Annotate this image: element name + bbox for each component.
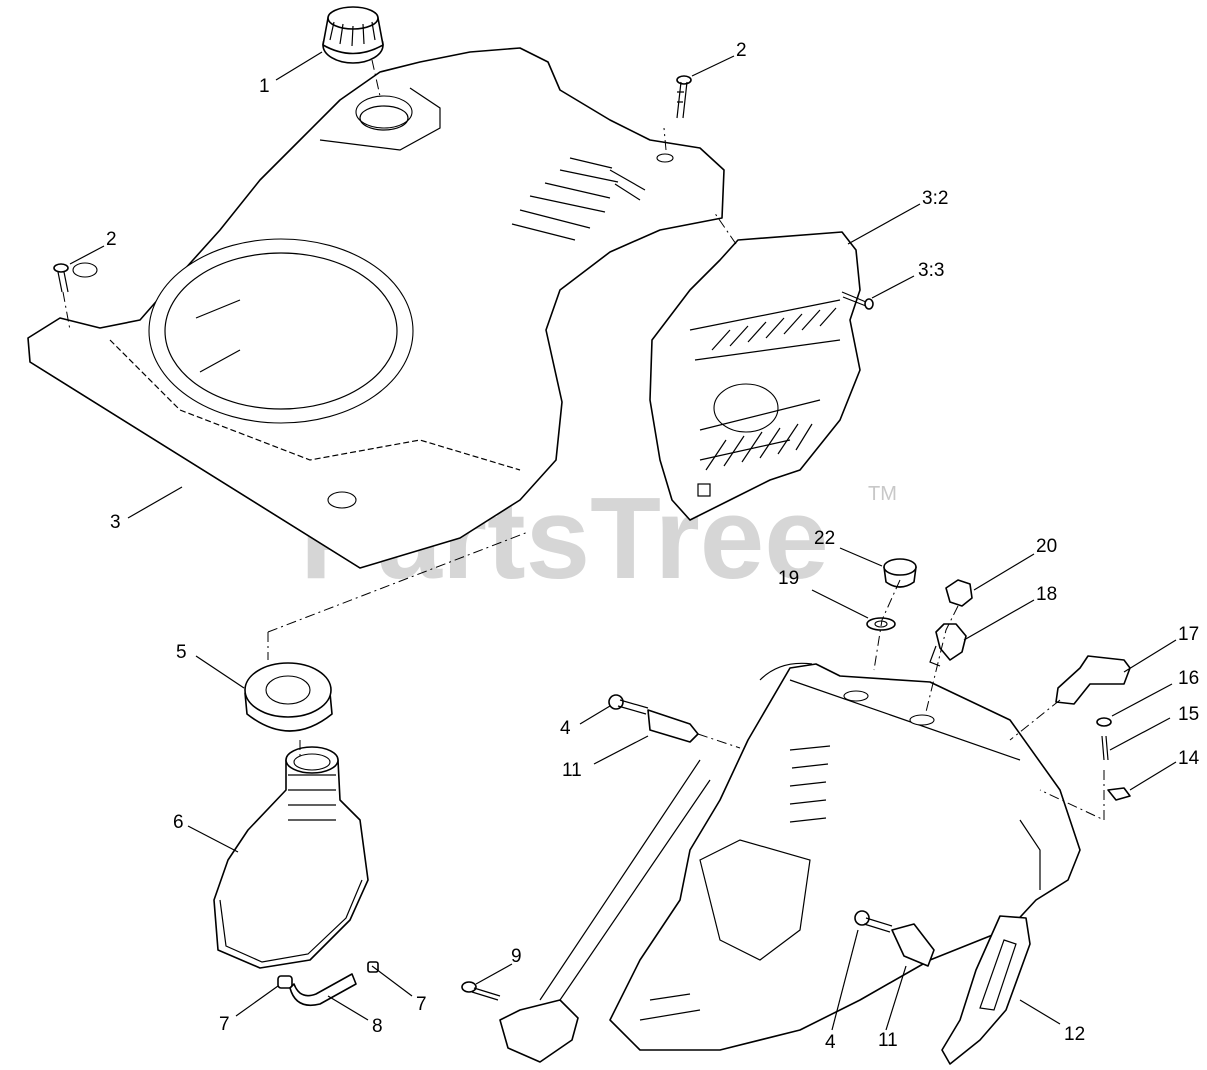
part-bolt-lower[interactable] [854,910,893,933]
assembly-lines [62,59,1105,821]
part-left-arm[interactable] [499,759,711,1063]
part-side-panel[interactable] [941,915,1031,1065]
callout-19: 19 [778,568,799,589]
part-screw-left[interactable] [53,263,69,293]
part-key[interactable] [945,579,973,607]
callout-3-2: 3:2 [922,188,948,209]
part-washer[interactable] [1096,717,1112,727]
part-grommet[interactable] [244,662,333,732]
callout-9: 9 [511,946,522,967]
part-shroud[interactable] [27,47,725,569]
part-fuel-tank[interactable] [213,746,369,969]
callout-2: 2 [736,40,747,61]
callout-14: 14 [1178,748,1200,769]
callout-16: 16 [1178,668,1199,689]
part-plug[interactable] [883,558,917,588]
callout-17: 17 [1178,624,1199,645]
callout-4: 4 [560,718,571,739]
callout-20: 20 [1036,536,1057,557]
part-bracket-lower[interactable] [891,923,935,967]
part-fuel-cap[interactable] [322,6,384,64]
part-bolt-upper[interactable] [608,694,649,715]
callout-15: 15 [1178,704,1199,725]
part-bracket-upper[interactable] [647,709,699,743]
part-screw-small[interactable] [1101,735,1109,761]
callout-12: 12 [1064,1024,1085,1045]
leader-lines [69,51,1177,1031]
callout-5: 5 [176,642,187,663]
callout-11: 11 [878,1030,898,1051]
callout-22: 22 [814,528,835,549]
part-screw-lower-left[interactable] [461,981,501,1001]
part-control-housing[interactable] [609,662,1081,1051]
filler-opening [355,95,413,131]
callout-4: 4 [825,1032,836,1053]
callout-18: 18 [1036,584,1057,605]
callout-7: 7 [219,1014,230,1035]
part-screw-top[interactable] [676,75,692,119]
part-side-cover[interactable] [649,231,861,521]
part-clamp-left[interactable] [277,975,293,989]
callout-labels: 1 2 2 3 3:2 3:3 4 4 5 6 7 7 8 9 11 11 12… [106,40,1200,1053]
part-fuel-hose[interactable] [289,973,357,1007]
part-screw-side[interactable] [841,291,874,310]
callout-11: 11 [562,760,582,781]
part-handle-grip[interactable] [1055,655,1131,705]
part-clip[interactable] [1107,787,1131,801]
watermark-trademark: TM [868,483,897,505]
callout-8: 8 [372,1016,383,1037]
callout-3: 3 [110,512,121,533]
callout-6: 6 [173,812,184,833]
part-ignition-switch[interactable] [929,623,967,667]
callout-1: 1 [259,76,270,97]
callout-2: 2 [106,229,117,250]
callout-3-3: 3:3 [918,260,944,281]
callout-7: 7 [416,994,427,1015]
